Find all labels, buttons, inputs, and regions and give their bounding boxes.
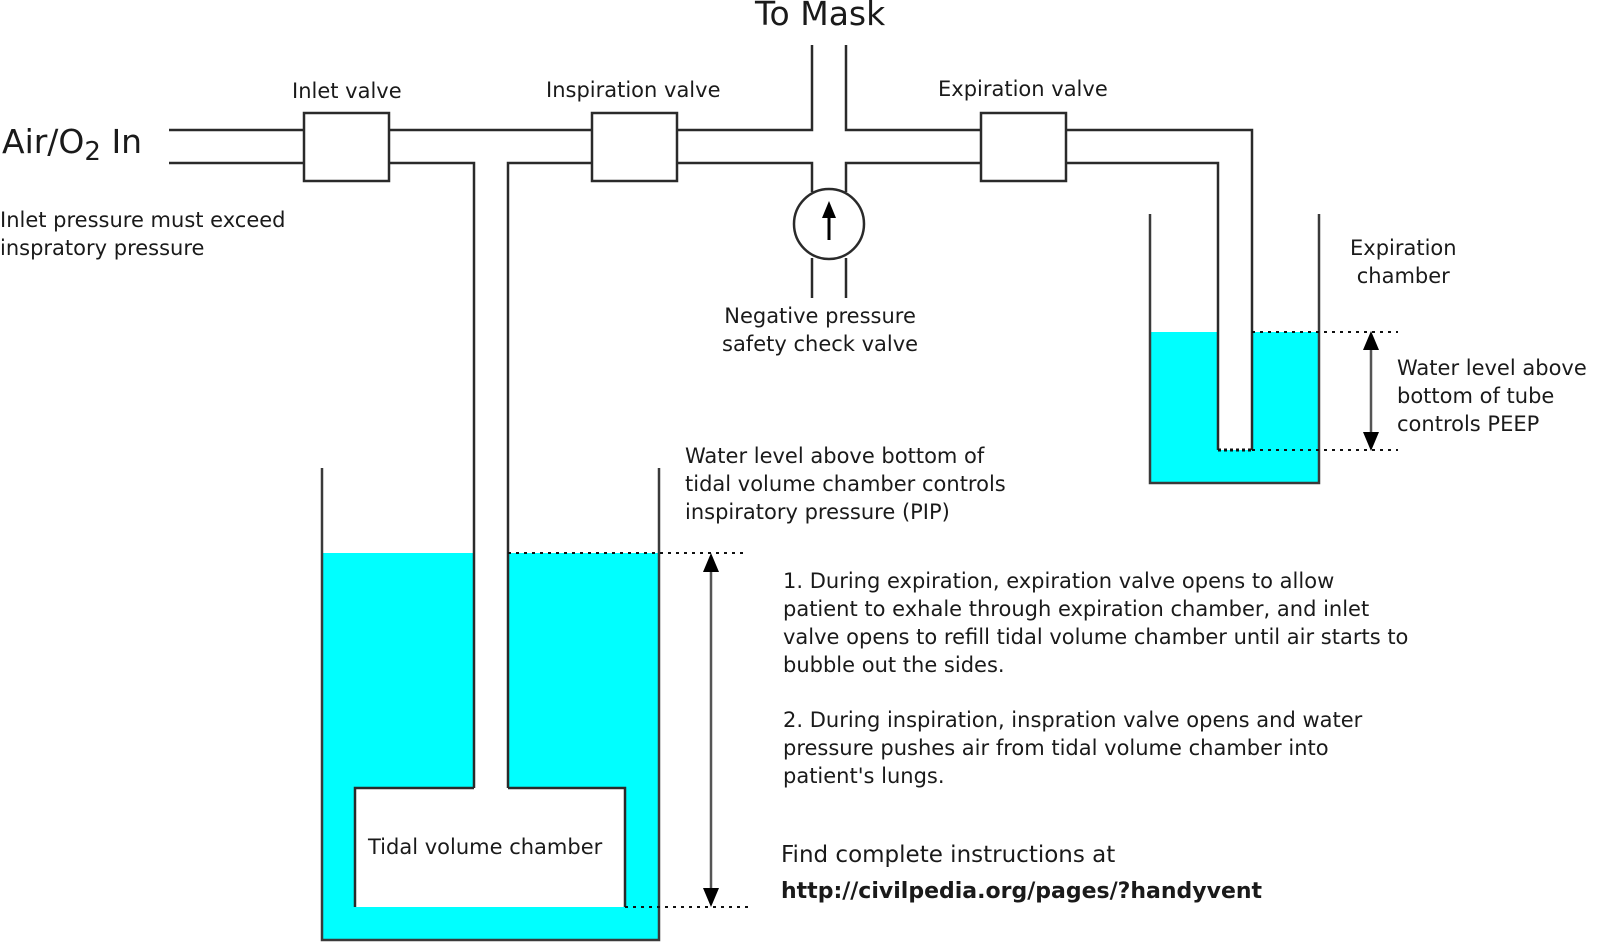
pip-note-line: inspiratory pressure (PIP) bbox=[685, 500, 950, 524]
pip-arrow-up-icon bbox=[703, 553, 719, 572]
find-instructions-text: Find complete instructions at bbox=[781, 842, 1116, 868]
check-valve bbox=[792, 187, 866, 261]
expiration-tank bbox=[1148, 214, 1321, 485]
peep-dimension bbox=[1252, 331, 1398, 451]
expiration-chamber-line: Expiration bbox=[1350, 236, 1457, 260]
step2-line: 2. During inspiration, inspration valve … bbox=[783, 708, 1363, 732]
tidal-tube-air bbox=[474, 553, 508, 789]
pip-dimension bbox=[508, 552, 748, 908]
step1-line: patient to exhale through expiration cha… bbox=[783, 597, 1370, 621]
mask-pipe-left-top bbox=[677, 45, 814, 132]
step2-line: patient's lungs. bbox=[783, 764, 945, 788]
instructions-url-link[interactable]: http://civilpedia.org/pages/?handyvent bbox=[781, 879, 1263, 904]
inlet-note-line: Inlet pressure must exceed bbox=[0, 208, 286, 232]
peep-note-line: Water level above bbox=[1397, 356, 1587, 380]
peep-note-line: controls PEEP bbox=[1397, 412, 1540, 436]
air-o2-in-label: Air/O2 In bbox=[2, 124, 142, 170]
up-arrow-icon bbox=[822, 201, 836, 218]
pip-arrow-down-icon bbox=[703, 888, 719, 907]
pip-note-line: Water level above bottom of bbox=[685, 444, 985, 468]
expiration-valve-label: Expiration valve bbox=[938, 77, 1108, 101]
instruction-step-1: 1. During expiration, expiration valve o… bbox=[783, 567, 1408, 679]
step2-line: pressure pushes air from tidal volume ch… bbox=[783, 736, 1329, 760]
mask-pipe-left-bottom bbox=[677, 161, 814, 192]
tidal-tank-wall bbox=[320, 468, 661, 942]
check-valve-label: Negative pressure safety check valve bbox=[722, 302, 918, 358]
air-o2-subscript: 2 bbox=[84, 137, 101, 167]
expiration-pipe-outer bbox=[1066, 128, 1254, 450]
tidal-chamber-outline-right bbox=[508, 786, 627, 907]
check-valve-line: safety check valve bbox=[722, 332, 919, 356]
tidal-chamber-air bbox=[355, 788, 625, 907]
step1-line: 1. During expiration, expiration valve o… bbox=[783, 569, 1335, 593]
peep-arrow-down-icon bbox=[1363, 432, 1379, 451]
expiration-chamber-line: chamber bbox=[1356, 264, 1450, 288]
inlet-pressure-note: Inlet pressure must exceed inspratory pr… bbox=[0, 206, 286, 262]
inlet-valve bbox=[302, 111, 391, 183]
mask-pipe-right-bottom bbox=[844, 161, 981, 192]
tidal-feed-left bbox=[389, 161, 476, 788]
air-o2-main: Air/O bbox=[2, 122, 85, 161]
instruction-step-2: 2. During inspiration, inspration valve … bbox=[783, 706, 1362, 790]
step1-line: bubble out the sides. bbox=[783, 653, 1005, 677]
peep-arrow-up-icon bbox=[1363, 331, 1379, 350]
pip-note-line: tidal volume chamber controls bbox=[685, 472, 1006, 496]
step1-line: valve opens to refill tidal volume chamb… bbox=[783, 625, 1409, 649]
inlet-valve-label: Inlet valve bbox=[292, 79, 402, 103]
expiration-pipe-inner bbox=[1066, 161, 1220, 450]
expiration-valve bbox=[979, 111, 1068, 183]
peep-note-line: bottom of tube bbox=[1397, 384, 1555, 408]
expiration-tank-wall bbox=[1148, 214, 1321, 485]
pip-note: Water level above bottom of tidal volume… bbox=[685, 442, 1006, 526]
mask-pipe-right-top bbox=[844, 45, 981, 132]
peep-note: Water level above bottom of tube control… bbox=[1397, 354, 1587, 438]
expiration-chamber-label: Expiration chamber bbox=[1350, 234, 1457, 290]
air-o2-tail: In bbox=[100, 122, 143, 161]
check-valve-line: Negative pressure bbox=[724, 304, 916, 328]
tidal-feed-right bbox=[506, 161, 592, 788]
inspiration-valve bbox=[590, 111, 679, 183]
to-mask-title: To Mask bbox=[755, 0, 886, 33]
inspiration-valve-label: Inspiration valve bbox=[546, 78, 721, 102]
tidal-tank bbox=[320, 468, 661, 942]
tidal-chamber-label: Tidal volume chamber bbox=[368, 835, 603, 859]
expiration-tube-air bbox=[1218, 332, 1252, 450]
inlet-note-line: inspratory pressure bbox=[0, 236, 205, 260]
pipes bbox=[169, 45, 1254, 788]
tidal-chamber-outline bbox=[353, 786, 474, 907]
